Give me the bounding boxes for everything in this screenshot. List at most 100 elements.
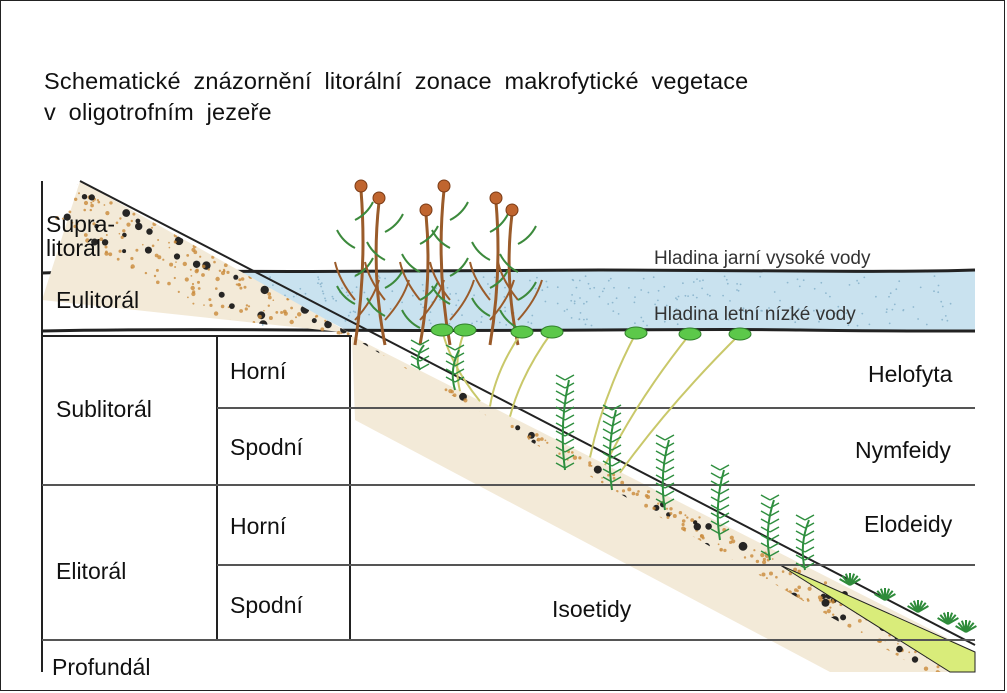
sediment-grain xyxy=(315,315,318,318)
water-dot xyxy=(709,295,711,297)
elodeid-leaf xyxy=(761,535,779,540)
sediment-grain xyxy=(192,303,194,305)
elodeid-leaf xyxy=(761,503,779,508)
sediment-grain xyxy=(92,200,94,202)
water-dot xyxy=(726,279,728,281)
water-dot xyxy=(449,323,451,325)
sediment-grain xyxy=(700,534,704,538)
sediment-grain xyxy=(730,536,734,540)
elodeid-leaf xyxy=(656,443,674,448)
reed-flower xyxy=(438,180,450,192)
sediment-grain xyxy=(223,269,225,271)
sediment-grain xyxy=(698,516,700,518)
sediment-grain xyxy=(238,284,241,287)
water-dot xyxy=(829,296,831,298)
water-dot xyxy=(579,297,581,299)
water-dot xyxy=(422,307,424,309)
sediment-grain xyxy=(122,249,126,253)
sediment-grain xyxy=(294,347,300,353)
sediment-grain xyxy=(632,492,636,496)
sediment-grain xyxy=(121,236,124,239)
lily-stem xyxy=(510,332,552,417)
water-dot xyxy=(572,279,574,281)
sediment-grain xyxy=(267,292,271,296)
sediment-grain xyxy=(196,269,199,272)
water-dot xyxy=(325,300,327,302)
sediment-grain xyxy=(341,332,343,334)
reed-flower xyxy=(490,192,502,204)
water-dot xyxy=(894,304,896,306)
sediment-grain xyxy=(187,297,189,299)
sediment-grain xyxy=(84,201,88,205)
water-dot xyxy=(612,302,614,304)
sediment-grain xyxy=(312,347,316,351)
water-dot xyxy=(589,288,591,290)
sediment-grain xyxy=(169,263,173,267)
lily-stem xyxy=(620,334,740,473)
sediment-grain xyxy=(122,209,130,217)
water-dot xyxy=(483,276,485,278)
sediment-grain xyxy=(178,291,180,293)
water-dot xyxy=(675,297,677,299)
reed-flower xyxy=(355,180,367,192)
water-dot xyxy=(527,321,529,323)
sediment-grain xyxy=(960,683,965,688)
water-dot xyxy=(494,277,496,279)
sediment-grain xyxy=(248,305,250,307)
sediment-grain xyxy=(657,503,659,505)
sediment-grain xyxy=(154,275,156,277)
water-dot xyxy=(412,295,414,297)
water-dot xyxy=(356,286,358,288)
sediment-grain xyxy=(528,438,530,440)
water-dot xyxy=(499,322,501,324)
sediment-grain xyxy=(226,271,229,274)
water-dot xyxy=(702,279,704,281)
water-dot xyxy=(585,324,587,326)
sediment-grain xyxy=(244,286,247,289)
sediment-grain xyxy=(192,290,195,293)
lily-pad xyxy=(454,324,476,336)
water-dot xyxy=(476,321,478,323)
elodeid-leaf xyxy=(796,547,814,552)
sediment-grain xyxy=(342,367,345,370)
elodeid-leaf xyxy=(603,413,621,418)
supralitoral-line-1: Supra- xyxy=(46,212,115,236)
sediment-grain xyxy=(340,346,344,350)
subzone-label-sublitoral-upper: Horní xyxy=(230,358,286,384)
sediment-grain xyxy=(213,261,216,264)
sediment-grain xyxy=(119,217,121,219)
sediment-grain xyxy=(321,358,323,360)
sediment-grain xyxy=(229,303,235,309)
sediment-grain xyxy=(321,368,324,371)
sediment-grain xyxy=(145,272,147,274)
water-dot xyxy=(384,278,386,280)
sediment-grain xyxy=(233,275,238,280)
water-dot xyxy=(583,303,585,305)
sediment-grain xyxy=(342,349,346,353)
sediment-grain xyxy=(202,265,206,269)
water-dot xyxy=(557,303,559,305)
lily-pad xyxy=(625,327,647,339)
sediment-grain xyxy=(239,309,243,313)
water-dot xyxy=(643,278,645,280)
sediment-grain xyxy=(174,234,178,238)
sediment-grain xyxy=(59,201,61,203)
water-dot xyxy=(487,283,489,285)
sediment-grain xyxy=(109,201,112,204)
elodeid-leaf xyxy=(603,445,621,450)
reed-leaf xyxy=(450,202,468,220)
elodeid-leaf xyxy=(796,523,814,528)
sediment-grain xyxy=(343,360,345,362)
sediment-grain xyxy=(729,541,732,544)
sediment-grain xyxy=(52,166,56,170)
sediment-grain xyxy=(174,277,176,279)
sediment-grain xyxy=(312,318,317,323)
water-dot xyxy=(579,280,581,282)
elodeid-leaf xyxy=(656,475,674,480)
water-dot xyxy=(320,283,322,285)
water-dot xyxy=(480,321,482,323)
zone-label-elitoral: Elitorál xyxy=(56,558,126,584)
water-dot xyxy=(889,323,891,325)
sediment-grain xyxy=(53,186,55,188)
sediment-grain xyxy=(545,440,547,442)
